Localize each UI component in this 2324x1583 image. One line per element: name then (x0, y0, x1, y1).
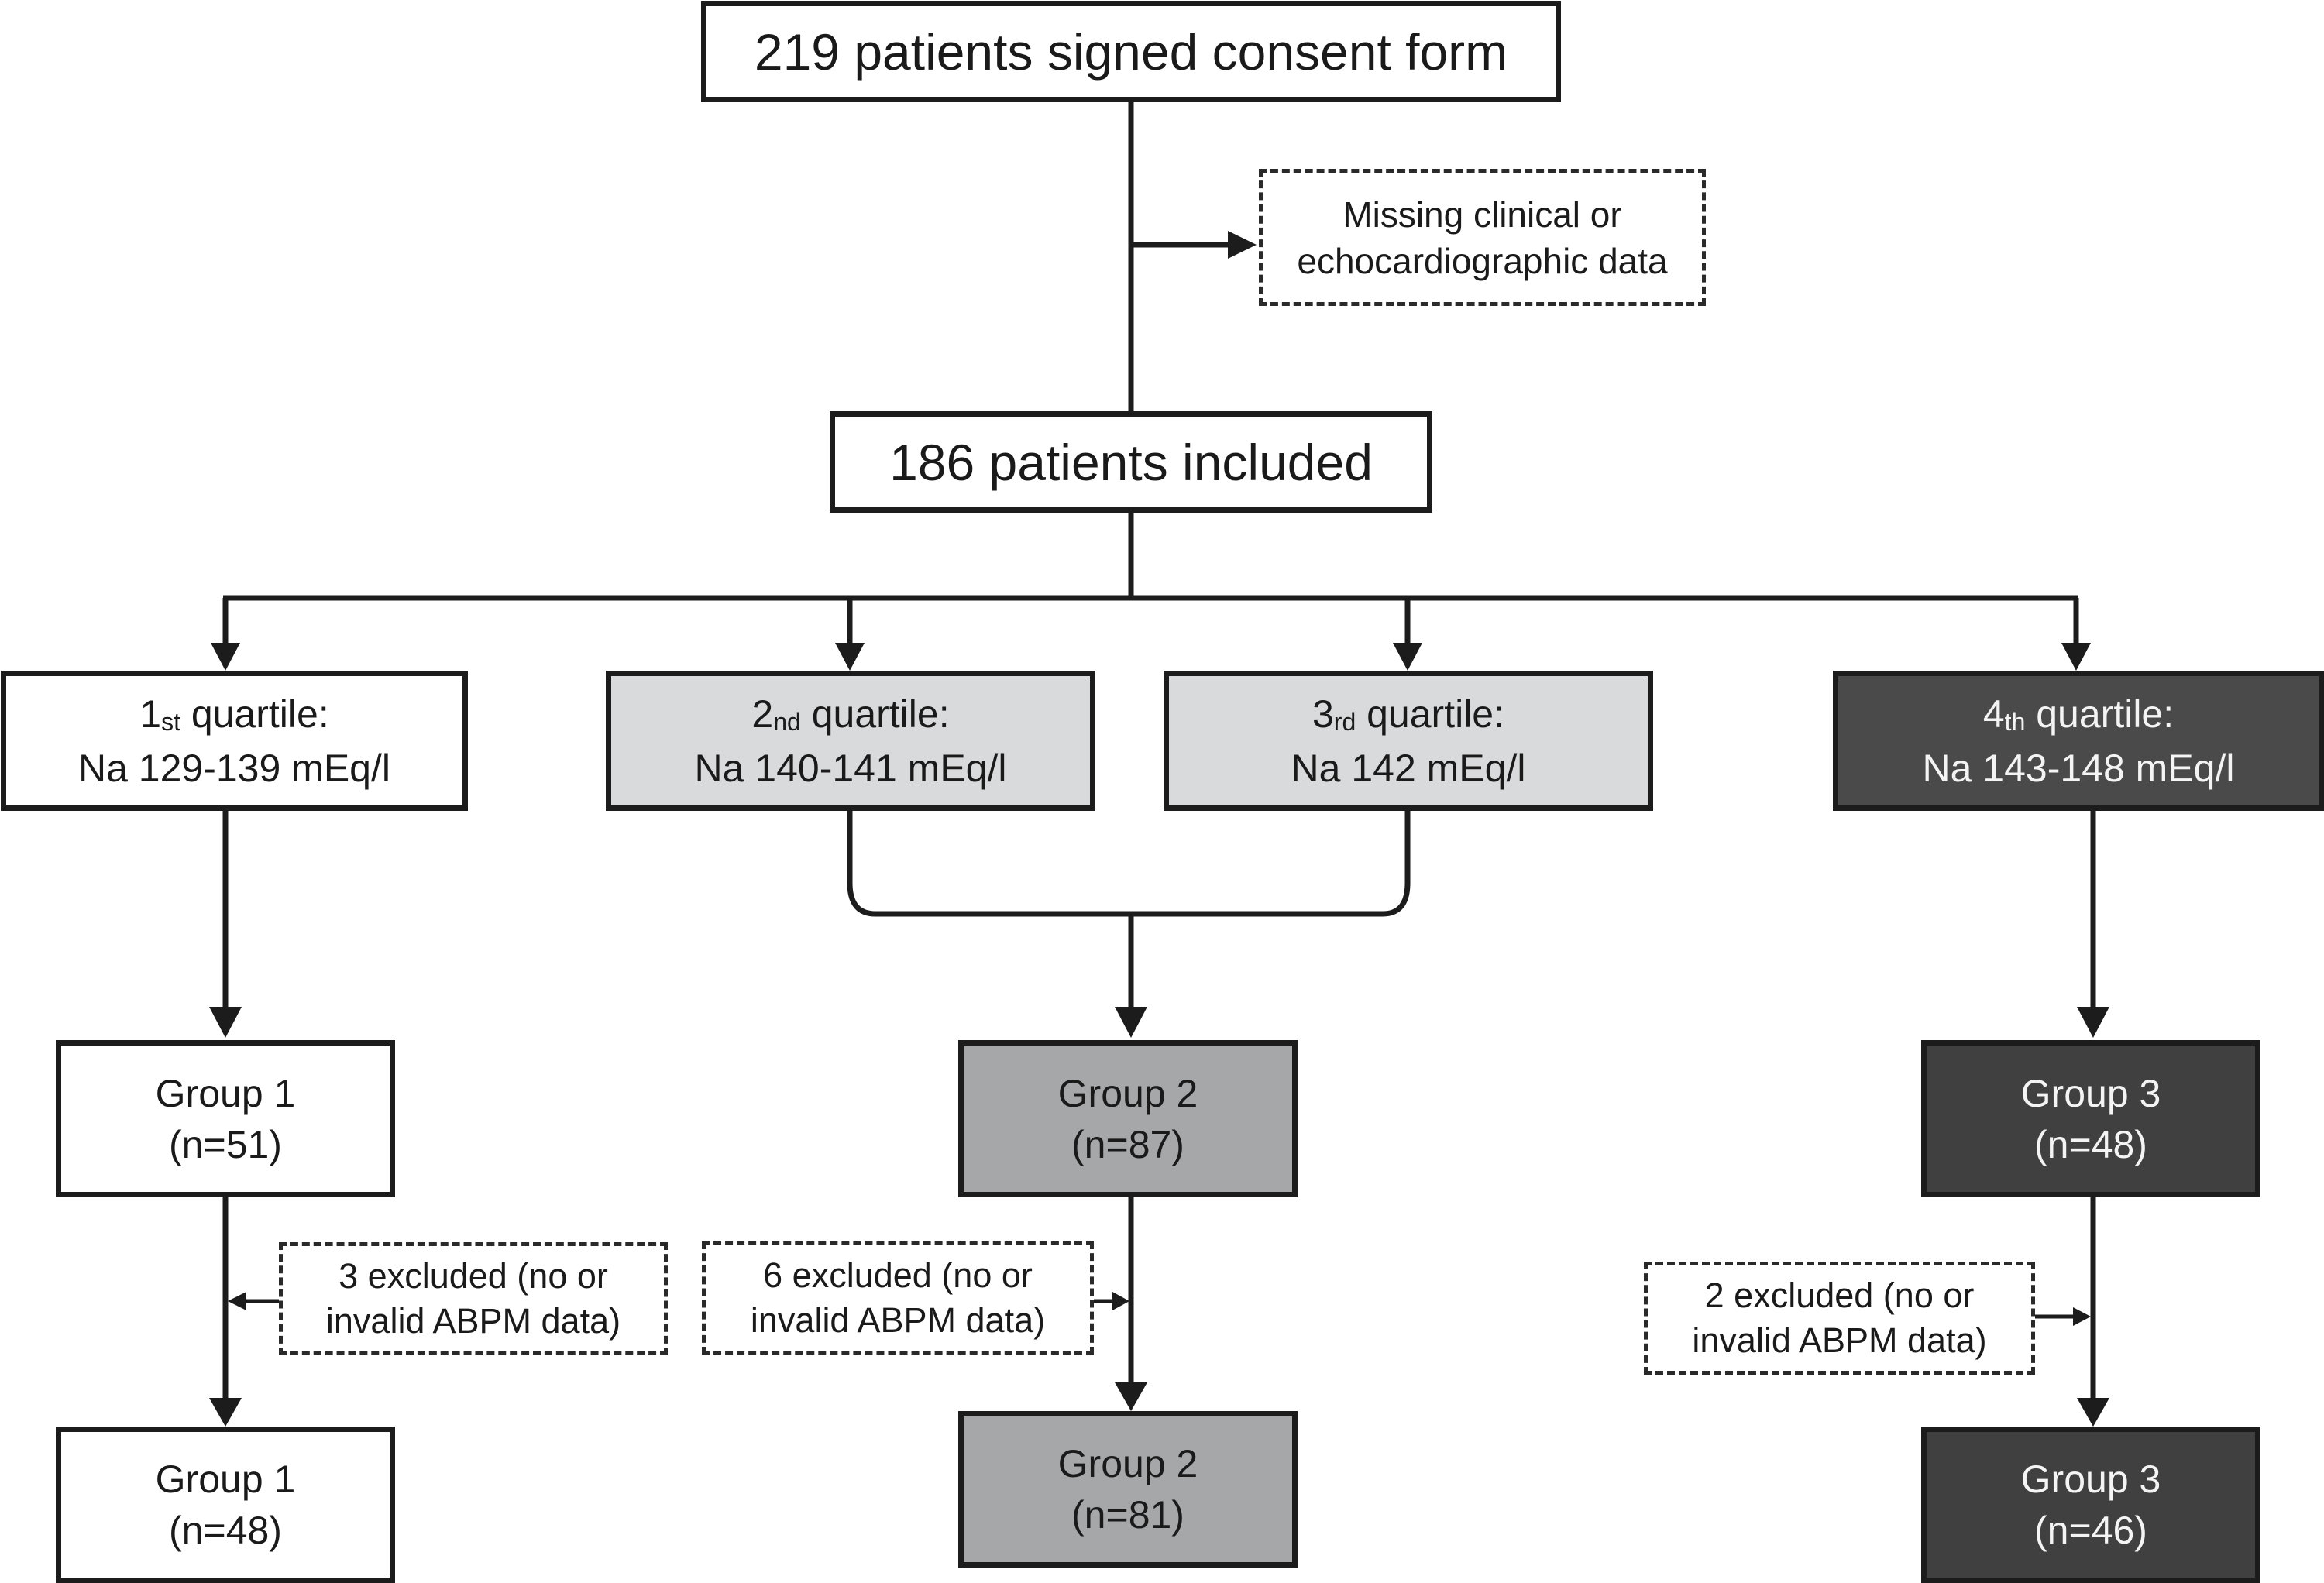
group-2-box: Group 2 (n=87) (958, 1040, 1298, 1197)
quartile-4-heading: 4th quartile: (1982, 692, 2174, 736)
group-3-final-box: Group 3 (n=46) (1921, 1427, 2260, 1583)
group-arrowheads (209, 1007, 2109, 1038)
quartile-2-heading: 2nd quartile: (751, 692, 950, 736)
missing-data-box: Missing clinical or echocardiographic da… (1259, 169, 1706, 306)
included-box: 186 patients included (830, 411, 1432, 513)
group-1-final-label: Group 1 (155, 1458, 296, 1501)
exclusion-arrowheads (228, 1292, 2091, 1326)
final-arrowheads (209, 1382, 2109, 1427)
missing-arrowhead (1228, 231, 1257, 259)
exclusion-1-box: 3 excluded (no or invalid ABPM data) (279, 1242, 668, 1355)
exclusion-1-line1: 3 excluded (no or (339, 1256, 608, 1296)
group-2-final-label: Group 2 (1057, 1442, 1198, 1485)
missing-line1: Missing clinical or (1342, 194, 1622, 235)
exclusion-1-line2: invalid ABPM data) (325, 1301, 621, 1341)
group-3-box: Group 3 (n=48) (1921, 1040, 2260, 1197)
group-3-final-count: (n=46) (2034, 1509, 2147, 1552)
group-2-label: Group 2 (1057, 1071, 1198, 1115)
group-2-count: (n=87) (1071, 1122, 1184, 1166)
exclusion-3-line2: invalid ABPM data) (1692, 1320, 1987, 1360)
group-2-final-count: (n=81) (1071, 1493, 1184, 1537)
group-1-final-count: (n=48) (169, 1509, 282, 1552)
quartile-3-range: Na 142 mEq/l (1291, 746, 1526, 790)
quartile-3-heading: 3rd quartile: (1312, 692, 1505, 736)
merge-bracket (847, 809, 1411, 917)
exclusion-2-line1: 6 excluded (no or (763, 1255, 1033, 1295)
quartile-1-box: 1st quartile: Na 129-139 mEq/l (1, 671, 468, 811)
quartile-2-box: 2nd quartile: Na 140-141 mEq/l (606, 671, 1095, 811)
consent-box: 219 patients signed consent form (701, 1, 1561, 102)
quartile-2-range: Na 140-141 mEq/l (694, 746, 1007, 790)
group-1-count: (n=51) (169, 1122, 282, 1166)
group-1-box: Group 1 (n=51) (56, 1040, 395, 1197)
exclusion-2-line2: invalid ABPM data) (750, 1300, 1046, 1340)
quartile-3-box: 3rd quartile: Na 142 mEq/l (1164, 671, 1653, 811)
quartile-1-heading: 1st quartile: (139, 692, 329, 736)
quartile-4-box: 4th quartile: Na 143-148 mEq/l (1833, 671, 2324, 811)
exclusion-3-line1: 2 excluded (no or (1704, 1276, 1975, 1315)
exclusion-2-box: 6 excluded (no or invalid ABPM data) (702, 1241, 1094, 1355)
group-1-label: Group 1 (155, 1071, 296, 1115)
consent-text: 219 patients signed consent form (754, 22, 1508, 81)
group-1-final-box: Group 1 (n=48) (56, 1427, 395, 1583)
included-text: 186 patients included (889, 433, 1373, 491)
quartile-arrowheads (211, 643, 2091, 671)
group-3-count: (n=48) (2034, 1122, 2147, 1166)
group-3-label: Group 3 (2020, 1071, 2161, 1115)
quartile-4-range: Na 143-148 mEq/l (1922, 746, 2235, 790)
group-2-final-box: Group 2 (n=81) (958, 1411, 1298, 1568)
missing-line2: echocardiographic data (1297, 240, 1668, 281)
quartile-1-range: Na 129-139 mEq/l (77, 746, 390, 790)
group-3-final-label: Group 3 (2020, 1458, 2161, 1501)
exclusion-3-box: 2 excluded (no or invalid ABPM data) (1644, 1262, 2035, 1375)
